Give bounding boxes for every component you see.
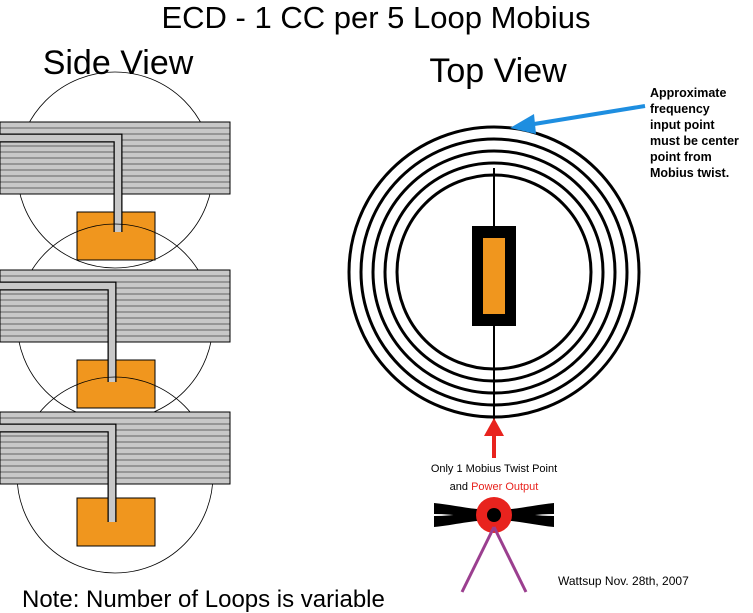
side-view-unit-1	[0, 71, 231, 269]
power-output-label: and Power Output	[450, 481, 539, 493]
side-view-label: Side View	[43, 44, 194, 82]
annotation-line-4: must be center	[650, 134, 739, 148]
side-view-unit-3	[0, 376, 231, 574]
input-point-annotation: Approximate frequency input point must b…	[650, 86, 739, 180]
note-text: Note: Number of Loops is variable	[22, 586, 385, 613]
annotation-line-2: frequency	[650, 102, 710, 116]
input-point-arrow	[510, 104, 646, 134]
twist-point-label: Only 1 Mobius Twist Point	[431, 463, 557, 475]
annotation-line-5: point from	[650, 150, 712, 164]
diagram-title: ECD - 1 CC per 5 Loop Mobius	[161, 0, 590, 35]
top-core	[483, 238, 505, 314]
output-wire	[492, 526, 528, 593]
top-view-label: Top View	[429, 52, 567, 90]
annotation-line-3: input point	[650, 118, 715, 132]
twist-point-arrow	[484, 418, 504, 458]
annotation-line-1: Approximate	[650, 86, 726, 100]
mobius-twist-icon	[434, 497, 554, 593]
top-view: Approximate frequency input point must b…	[347, 86, 739, 593]
output-wire	[460, 526, 496, 593]
signature: Wattsup Nov. 28th, 2007	[558, 574, 689, 588]
annotation-line-6: Mobius twist.	[650, 166, 729, 180]
side-view	[0, 71, 231, 574]
